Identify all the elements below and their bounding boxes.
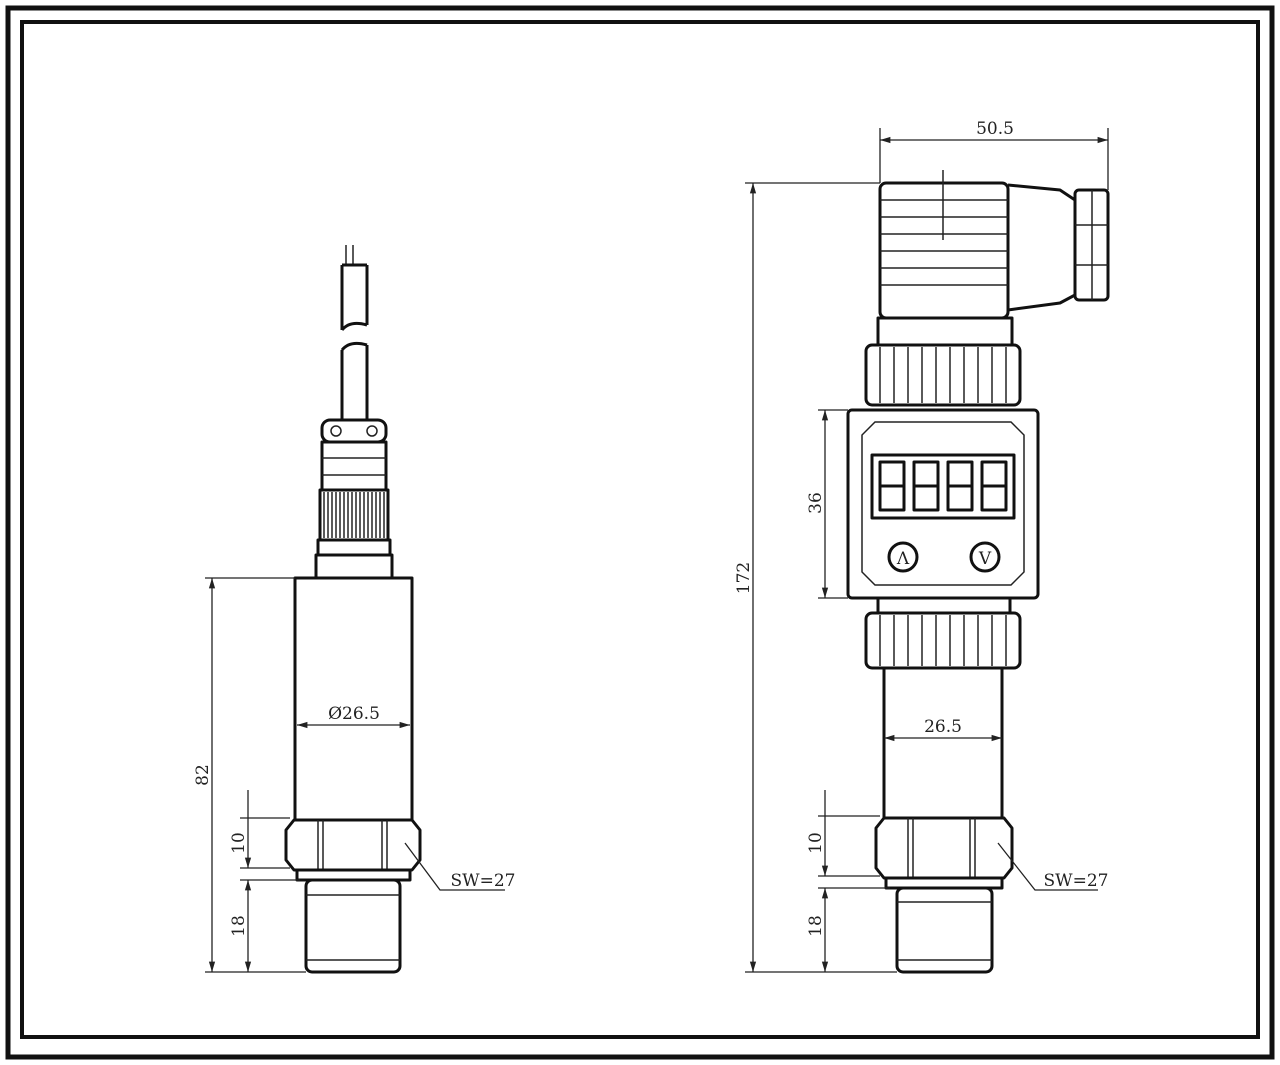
display-housing xyxy=(846,408,1040,600)
process-thread xyxy=(895,886,994,974)
svg-text:V: V xyxy=(978,549,992,569)
right-display-transmitter: 8888 Λ V xyxy=(846,170,1110,974)
display-digit xyxy=(912,460,940,512)
connector-plug xyxy=(1007,183,1077,312)
process-thread xyxy=(304,878,402,974)
digit-group xyxy=(878,460,1008,512)
hex-nut xyxy=(874,816,1014,880)
led-display xyxy=(870,453,1016,520)
outer-frame xyxy=(5,5,1275,1060)
knurl-lines xyxy=(879,615,1007,666)
down-button[interactable]: V xyxy=(969,541,1001,573)
hex-nut xyxy=(284,818,422,872)
connector xyxy=(320,440,388,492)
svg-text:Λ: Λ xyxy=(896,549,910,569)
left-wrench-size-label: SW=27 xyxy=(451,871,516,891)
right-dimensions: 50.5 172 36 10 18 26.5 SW=27 xyxy=(734,119,1109,973)
sensor-body xyxy=(293,576,414,822)
right-total-height-label: 172 xyxy=(734,562,754,594)
display-digit xyxy=(878,460,906,512)
connector-fins xyxy=(880,199,1008,286)
right-wrench-size-label: SW=27 xyxy=(1044,871,1109,891)
upper-knurled-nut xyxy=(864,343,1022,407)
up-button[interactable]: Λ xyxy=(887,541,919,573)
left-thread-length-label: 18 xyxy=(229,915,249,937)
left-cable-transmitter xyxy=(284,245,422,974)
lower-knurled-nut xyxy=(864,611,1022,670)
sensor-body xyxy=(882,666,1004,820)
right-thread-length-label: 18 xyxy=(806,915,826,937)
left-dimensions: 82 10 18 Ø26.5 SW=27 xyxy=(193,577,516,973)
left-diameter-label: Ø26.5 xyxy=(328,704,380,724)
left-hex-height-label: 10 xyxy=(229,832,249,854)
inner-frame xyxy=(20,20,1260,1039)
right-display-height-label: 36 xyxy=(806,492,826,514)
display-digit xyxy=(946,460,974,512)
knurl-lines xyxy=(323,492,385,538)
left-height-label: 82 xyxy=(193,764,213,786)
knurl-lines xyxy=(879,347,1007,403)
knurled-nut xyxy=(318,488,390,542)
right-connector-width-label: 50.5 xyxy=(976,119,1014,139)
right-hex-height-label: 10 xyxy=(806,832,826,854)
right-body-width-label: 26.5 xyxy=(924,717,962,737)
display-digit xyxy=(980,460,1008,512)
cable xyxy=(340,245,369,420)
